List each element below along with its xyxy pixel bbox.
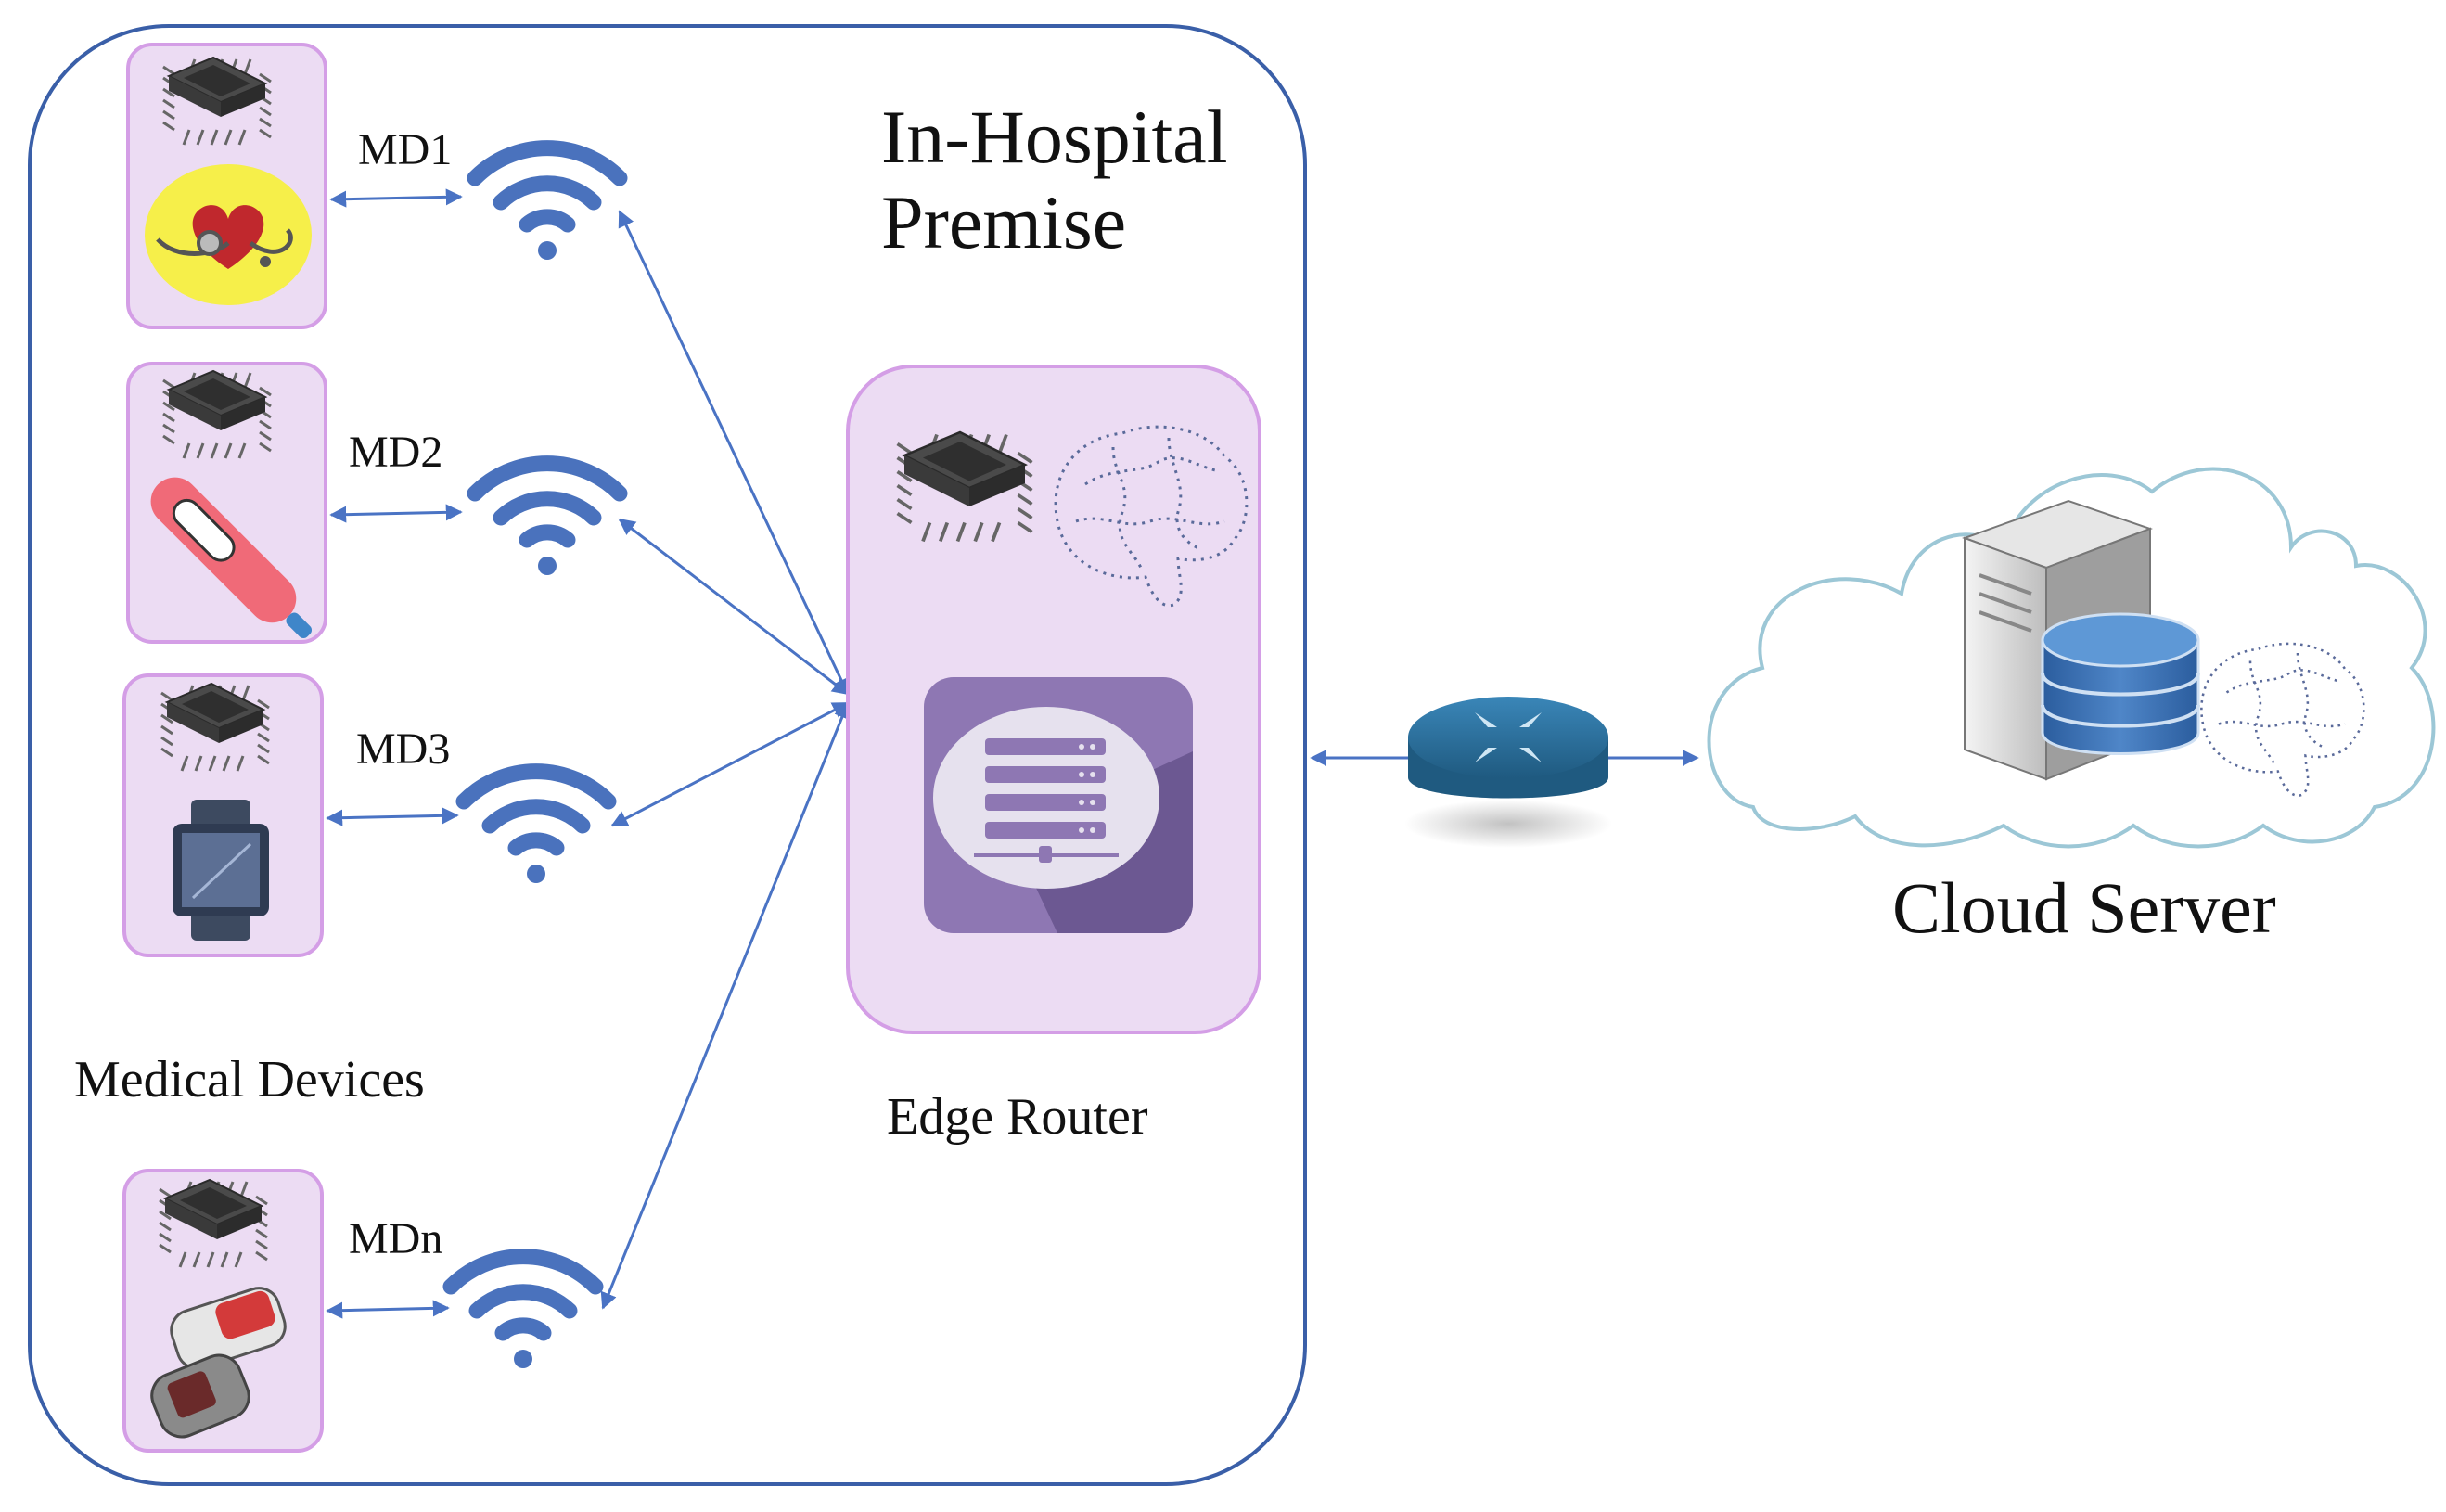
device-label-mdn: MDn	[349, 1214, 443, 1263]
heart-stethoscope-icon	[145, 164, 312, 305]
cloud-server-label: Cloud Server	[1892, 867, 2276, 948]
device-mdn	[122, 1169, 324, 1453]
smartwatch-icon	[173, 800, 269, 941]
database-icon	[2041, 612, 2200, 755]
thermometer-icon	[150, 477, 313, 639]
link-mdn	[326, 1300, 450, 1319]
wifi-edge-link-n	[600, 701, 851, 1310]
device-label-md3: MD3	[356, 724, 451, 774]
edge-router-label: Edge Router	[887, 1088, 1148, 1146]
cloud-server	[1707, 467, 2436, 849]
link-md2	[329, 504, 463, 523]
premise-title-line1: In-Hospital	[881, 95, 1228, 179]
device-links	[326, 188, 463, 1319]
wifi-edge-link-2	[618, 518, 850, 696]
device-label-md2: MD2	[349, 428, 443, 477]
medical-devices-label: Medical Devices	[74, 1051, 425, 1108]
device-md2	[126, 362, 327, 644]
device-md1	[126, 43, 327, 329]
device-label-md1: MD1	[358, 125, 453, 174]
edge-router	[846, 365, 1261, 1034]
premise-title-line2: Premise	[881, 180, 1127, 264]
device-md3	[122, 673, 324, 957]
pulse-oximeter-icon	[150, 1287, 287, 1439]
link-md1	[329, 188, 463, 208]
router-icon	[1404, 697, 1612, 848]
premise-title: In-Hospital Premise	[881, 95, 1227, 265]
link-md3	[326, 807, 459, 826]
server-rack-icon	[924, 677, 1193, 933]
edge-links	[600, 210, 851, 1310]
